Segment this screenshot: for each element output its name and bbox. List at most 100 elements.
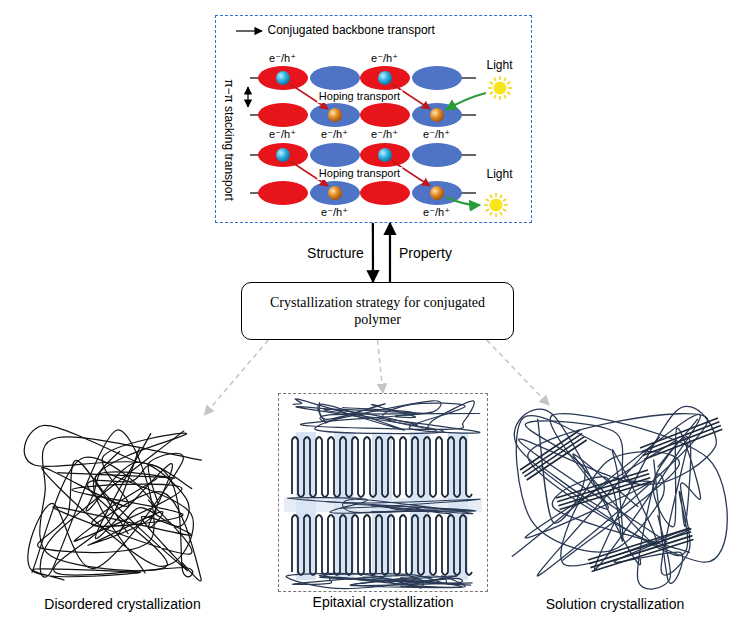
annotation: Hoping transport <box>317 90 402 103</box>
charge-ball <box>430 186 444 200</box>
donor-unit <box>258 66 308 90</box>
chain-bundle <box>589 532 691 564</box>
sun-ray <box>494 95 496 98</box>
arrow-label: Property <box>399 245 452 261</box>
charge-ball <box>378 71 392 85</box>
polymer-chain <box>24 425 192 576</box>
donor-unit <box>360 181 410 205</box>
sun-symbol <box>490 199 503 212</box>
arrow-label: Structure <box>307 245 364 261</box>
relation-arrow <box>389 223 391 282</box>
annotation: Light <box>486 59 512 72</box>
sun-ray <box>504 204 508 206</box>
donor-unit <box>360 103 410 127</box>
polymer-chain <box>287 498 480 514</box>
chain-bond <box>250 77 259 78</box>
chain-bond <box>461 114 476 115</box>
chain-bundle <box>524 437 584 477</box>
sun-ray <box>490 195 492 198</box>
crystallization-panel: Disordered crystallization <box>25 415 220 593</box>
chain-bond <box>250 114 259 115</box>
panel-caption: Disordered crystallization <box>44 596 200 612</box>
acceptor-unit <box>310 103 360 127</box>
panel-caption: Epitaxial crystallization <box>313 594 454 610</box>
chain-bundle <box>588 528 690 560</box>
chain-bundle <box>557 474 649 502</box>
sun-ray <box>507 82 510 84</box>
sun-ray <box>490 212 492 215</box>
polymer-chain <box>514 409 690 565</box>
charge-ball <box>276 148 290 162</box>
annotation: e⁻/h⁺ <box>321 206 348 219</box>
chain-bundle <box>558 478 650 506</box>
donor-unit <box>258 181 308 205</box>
chain-bond <box>461 154 476 155</box>
sun-ray <box>499 96 501 100</box>
sun-ray <box>504 78 506 81</box>
box-label: Crystallization strategy for conjugated … <box>252 294 503 328</box>
polymer-chain <box>293 399 480 431</box>
polymer-chain <box>525 419 676 538</box>
relation-arrow <box>372 223 374 282</box>
transport-panel: Conjugated backbone transportπ−π stackin… <box>215 15 532 223</box>
sun-ray <box>490 92 493 94</box>
donor-unit <box>360 143 410 167</box>
polymer-chains <box>250 66 512 217</box>
acceptor-unit <box>310 143 360 167</box>
sun-ray <box>500 195 502 198</box>
annotation: Conjugated backbone transport <box>268 24 435 37</box>
crystallization-panel: Solution crystallization <box>505 405 725 593</box>
charge-ball <box>328 108 342 122</box>
sun-ray <box>490 82 493 84</box>
chain-bond <box>250 192 259 193</box>
polymer-chain <box>72 479 201 581</box>
chain-bundle <box>590 536 692 568</box>
strategy-box: Crystallization strategy for conjugated … <box>241 282 514 340</box>
annotation: e⁻/h⁺ <box>371 52 398 65</box>
sun-ray <box>508 87 512 89</box>
sun-ray <box>486 199 489 201</box>
chain-bundle <box>559 481 651 509</box>
chain-bundle <box>527 440 587 480</box>
sun-ray <box>503 209 506 211</box>
annotation: e⁻/h⁺ <box>371 128 398 141</box>
branch-arrow <box>378 340 384 393</box>
sun-ray <box>499 76 501 80</box>
chain-bundle <box>640 418 718 448</box>
sun-symbol <box>494 82 507 95</box>
polymer-chain <box>86 452 189 536</box>
sun-ray <box>503 199 506 201</box>
branch-arrow <box>204 340 268 415</box>
chain-bundle <box>644 429 722 459</box>
branch-arrow <box>487 340 549 405</box>
light-arrow <box>446 93 486 110</box>
annotation: e⁻/h⁺ <box>423 206 450 219</box>
annotation: Light <box>486 168 512 181</box>
charge-ball <box>378 148 392 162</box>
sun-ray <box>500 212 502 215</box>
chain-bond <box>461 77 476 78</box>
chain-bundle <box>522 433 582 473</box>
annotation: e⁻/h⁺ <box>269 52 296 65</box>
polymer-chain <box>296 403 444 434</box>
charge-ball <box>430 108 444 122</box>
crystallization-panel: Epitaxial crystallization <box>278 393 488 592</box>
folded-lamella <box>292 437 472 497</box>
donor-unit <box>258 143 308 167</box>
charge-ball <box>328 186 342 200</box>
sun-ray <box>486 209 489 211</box>
stacking-arrow <box>247 87 248 107</box>
annotation: Hoping transport <box>317 167 402 180</box>
sun-ray <box>484 204 488 206</box>
sun-ray <box>494 78 496 81</box>
polymer-chain <box>38 430 184 577</box>
acceptor-unit <box>412 143 462 167</box>
light-arrow <box>446 197 480 205</box>
annotation: e⁻/h⁺ <box>423 128 450 141</box>
chain-bond <box>250 154 259 155</box>
donor-unit <box>360 66 410 90</box>
chain-bundle <box>643 425 721 455</box>
annotation: e⁻/h⁺ <box>269 128 296 141</box>
chain-bundle <box>641 422 719 452</box>
chain-drawings <box>24 399 727 589</box>
